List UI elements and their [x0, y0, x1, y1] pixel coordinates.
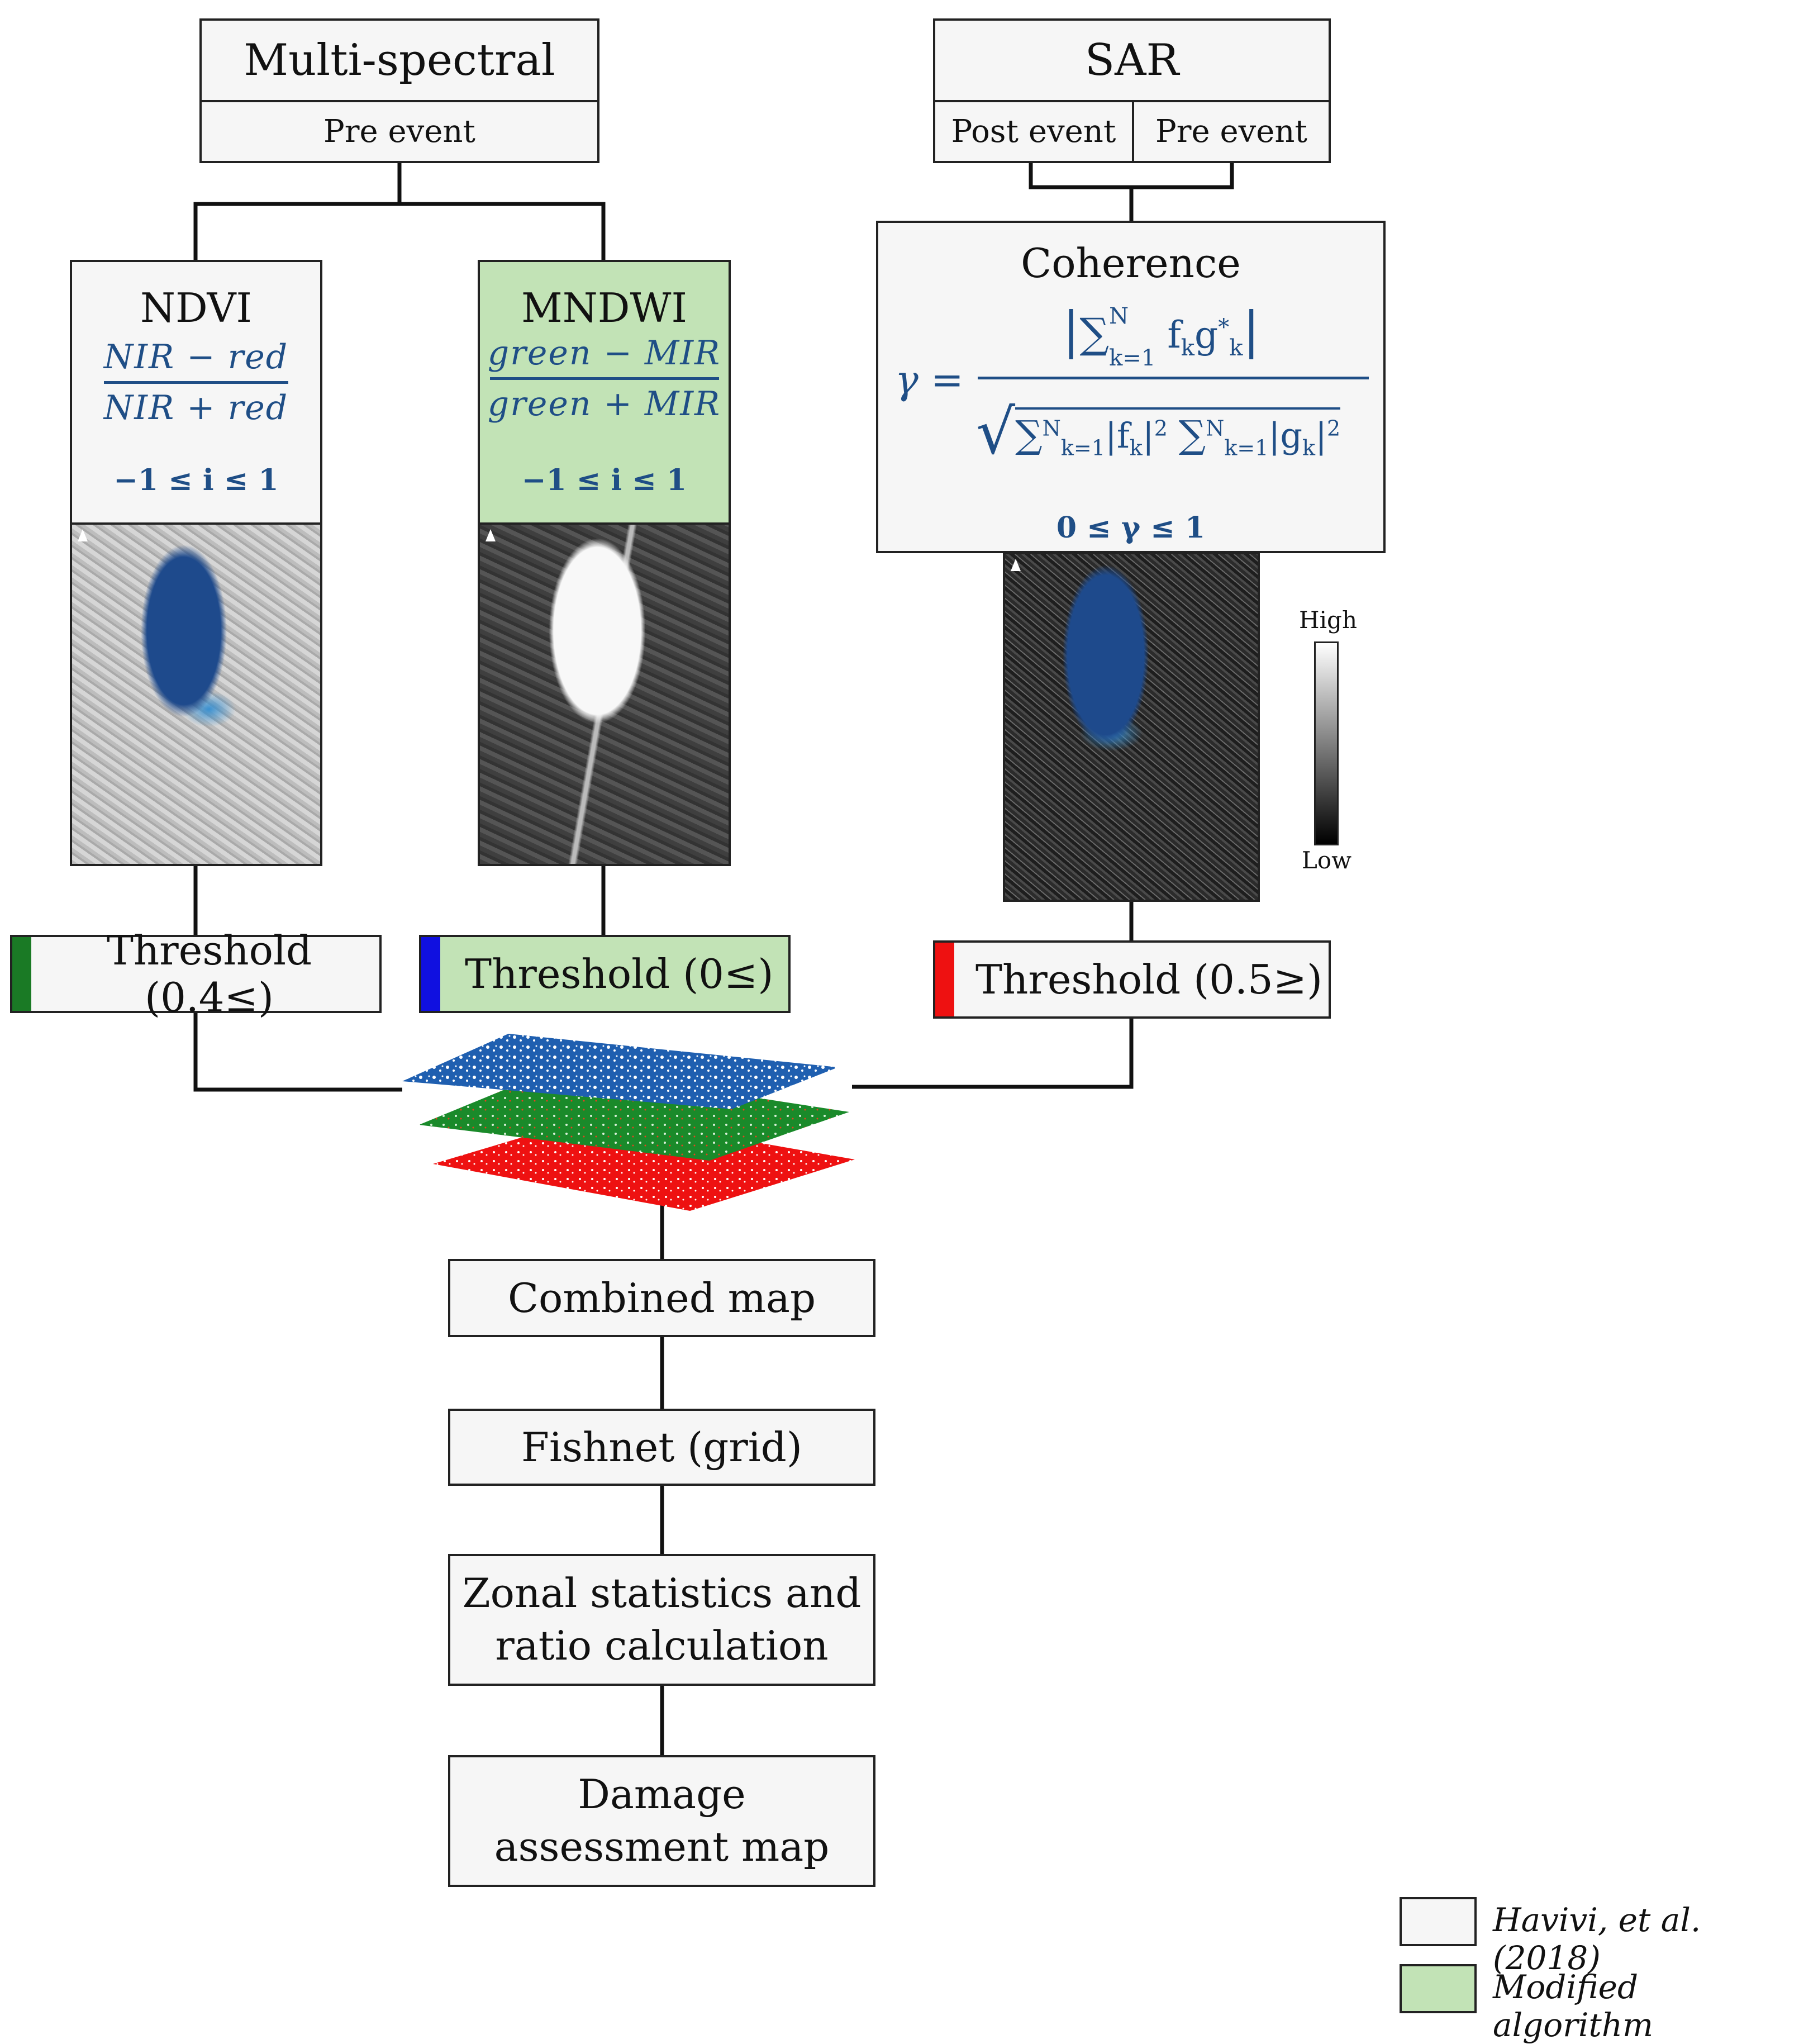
coherence-num-sum-bottom: k=1	[1109, 345, 1156, 372]
multispectral-title: Multi-spectral	[244, 35, 555, 85]
multispectral-pre-event-box: Pre event	[199, 100, 599, 163]
mndwi-image	[478, 522, 731, 866]
colorbar-low-label: Low	[1302, 847, 1352, 874]
zonal-statistics-box: Zonal statistics and ratio calculation	[448, 1554, 875, 1686]
ndvi-numerator: NIR − red	[103, 338, 289, 377]
threshold-coherence-label: Threshold (0.5≥)	[975, 956, 1323, 1003]
colorbar-high-label: High	[1299, 606, 1357, 634]
coherence-den-sub-g: k	[1302, 435, 1316, 460]
damage-assessment-box: Damage assessment map	[448, 1755, 875, 1887]
coherence-den-sum2-top: N	[1206, 416, 1225, 441]
coherence-num-sub-g: k	[1229, 335, 1243, 362]
ndvi-image	[70, 522, 322, 866]
mndwi-box: MNDWI green − MIR green + MIR −1 ≤ i ≤ 1	[478, 260, 731, 525]
coherence-den-sum1-bottom: k=1	[1060, 435, 1105, 460]
coherence-fraction-bar	[978, 377, 1369, 379]
mndwi-formula: green − MIR green + MIR	[480, 334, 729, 424]
coherence-num-sum-top: N	[1109, 303, 1129, 329]
coherence-den-sub-f: k	[1129, 435, 1143, 460]
layer-stack	[402, 1034, 855, 1211]
coherence-range: 0 ≤ γ ≤ 1	[1056, 511, 1206, 545]
ndvi-formula: NIR − red NIR + red	[72, 338, 320, 427]
north-arrow-icon	[486, 529, 496, 541]
coherence-title: Coherence	[1021, 240, 1241, 287]
threshold-mndwi-box: Threshold (0≤)	[419, 935, 791, 1013]
multispectral-title-box: Multi-spectral	[199, 18, 599, 102]
combined-map-box: Combined map	[448, 1259, 875, 1337]
ndvi-title: NDVI	[140, 284, 252, 331]
zonal-statistics-label: Zonal statistics and ratio calculation	[462, 1570, 862, 1669]
combined-map-label: Combined map	[507, 1275, 816, 1322]
mndwi-title: MNDWI	[521, 284, 687, 331]
coherence-image	[1003, 552, 1260, 902]
fishnet-label: Fishnet (grid)	[521, 1424, 802, 1471]
coherence-num-sub-f: k	[1181, 335, 1195, 362]
damage-assessment-label: Damage assessment map	[494, 1771, 830, 1870]
legend-label-modified: Modified algorithm	[1493, 1968, 1654, 2044]
colorbar	[1314, 641, 1339, 845]
coherence-denominator: √∑Nk=1|fk|2 ∑Nk=1|gk|2	[976, 396, 1341, 468]
ndvi-denominator: NIR + red	[103, 388, 289, 427]
coherence-lhs: γ =	[895, 357, 964, 403]
threshold-mndwi-stripe	[421, 937, 440, 1011]
legend-label-havivi: Havivi, et al. (2018)	[1493, 1901, 1701, 1977]
layer-blue	[402, 1034, 838, 1109]
coherence-den-sum2-bottom: k=1	[1224, 435, 1269, 460]
threshold-coherence-box: Threshold (0.5≥)	[933, 940, 1331, 1019]
sar-pre-event-box: Pre event	[1132, 100, 1331, 163]
threshold-mndwi-label: Threshold (0≤)	[465, 950, 774, 997]
sar-post-event: Post event	[951, 113, 1116, 150]
ndvi-box: NDVI NIR − red NIR + red −1 ≤ i ≤ 1	[70, 260, 322, 525]
legend-swatch-havivi	[1400, 1897, 1477, 1946]
north-arrow-icon	[78, 529, 88, 541]
fishnet-box: Fishnet (grid)	[448, 1409, 875, 1486]
mndwi-denominator: green + MIR	[487, 384, 721, 424]
mndwi-fraction-bar	[489, 377, 719, 380]
sar-pre-event: Pre event	[1155, 113, 1307, 150]
multispectral-pre-event: Pre event	[323, 113, 475, 150]
legend-swatch-modified	[1400, 1964, 1477, 2013]
mndwi-range: −1 ≤ i ≤ 1	[521, 463, 687, 497]
sar-title: SAR	[1084, 35, 1179, 85]
mndwi-numerator: green − MIR	[487, 334, 721, 373]
sar-title-box: SAR	[933, 18, 1331, 102]
threshold-ndvi-box: Threshold (0.4≤)	[10, 927, 382, 1021]
ndvi-range: −1 ≤ i ≤ 1	[113, 463, 279, 497]
sar-post-event-box: Post event	[933, 100, 1134, 163]
threshold-ndvi-label: Threshold (0.4≤)	[106, 927, 312, 1021]
coherence-den-sum1-top: N	[1042, 416, 1061, 441]
threshold-coherence-stripe	[935, 943, 954, 1016]
threshold-ndvi-stripe	[12, 937, 31, 1011]
north-arrow-icon	[1011, 559, 1021, 571]
ndvi-fraction-bar	[104, 381, 288, 384]
